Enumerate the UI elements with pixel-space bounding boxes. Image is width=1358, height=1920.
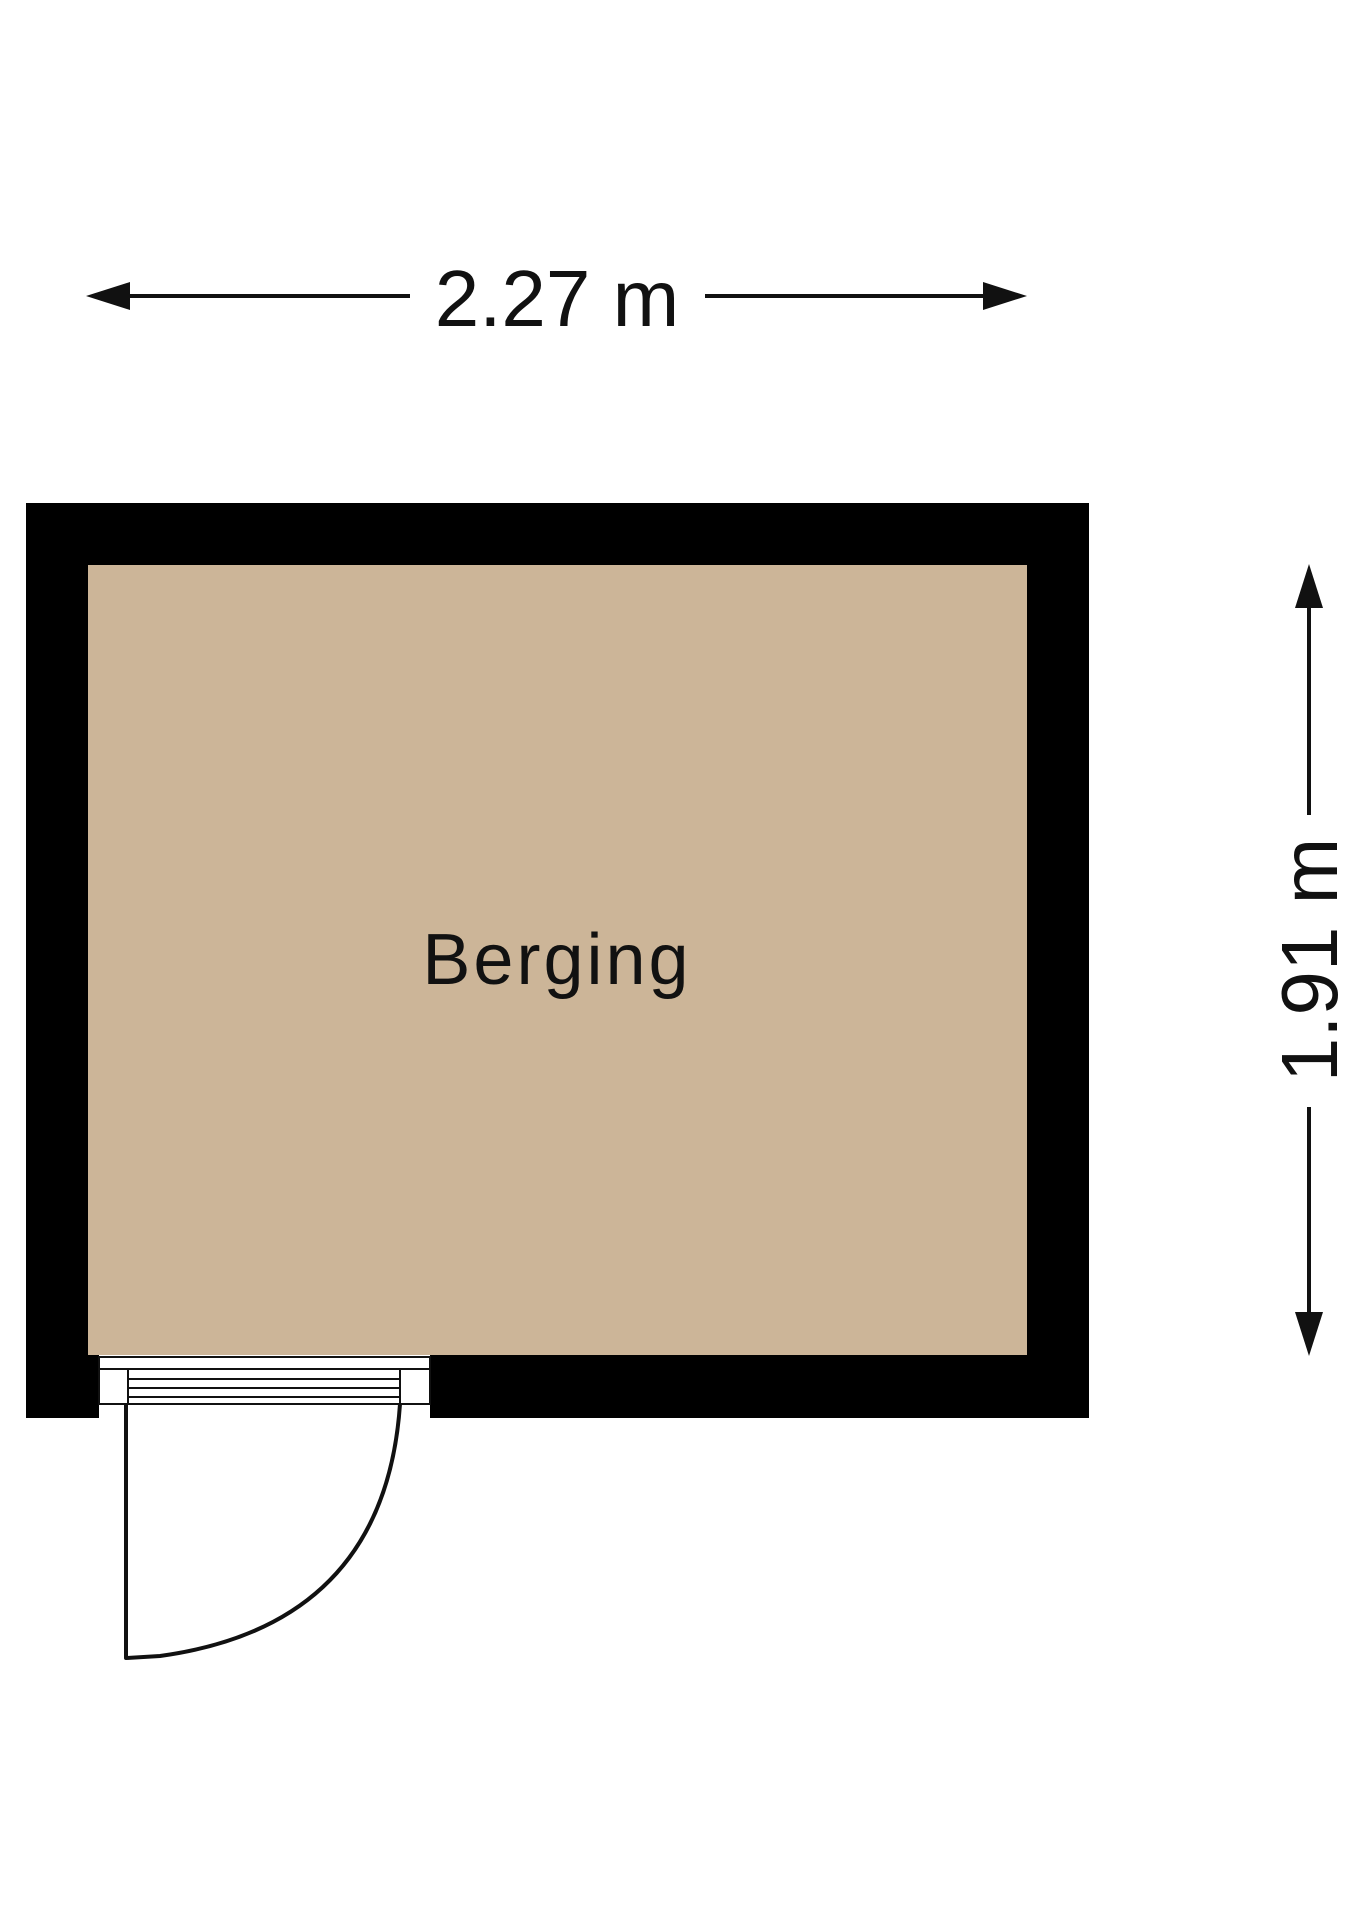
door-threshold [98,1356,431,1370]
wall-right [1027,503,1089,1418]
wall-left [26,503,88,1418]
height-dimension: 1.91 m [1265,564,1354,1356]
width-arrow-left-icon [86,282,130,310]
door-frame [98,1368,431,1405]
room-label: Berging [422,920,691,1000]
door [98,1355,431,1660]
height-arrow-up-icon [1295,564,1323,608]
room-floor [88,565,1027,1355]
walls [26,503,1089,1418]
door-swing-icon [124,1403,402,1660]
height-label: 1.91 m [1265,838,1354,1083]
wall-top [26,503,1089,565]
height-arrow-down-icon [1295,1312,1323,1356]
width-arrow-right-icon [983,282,1027,310]
wall-bottom-left [26,1355,99,1418]
width-dimension: 2.27 m [86,254,1027,343]
wall-bottom-right [430,1355,1089,1418]
width-label: 2.27 m [435,254,680,343]
